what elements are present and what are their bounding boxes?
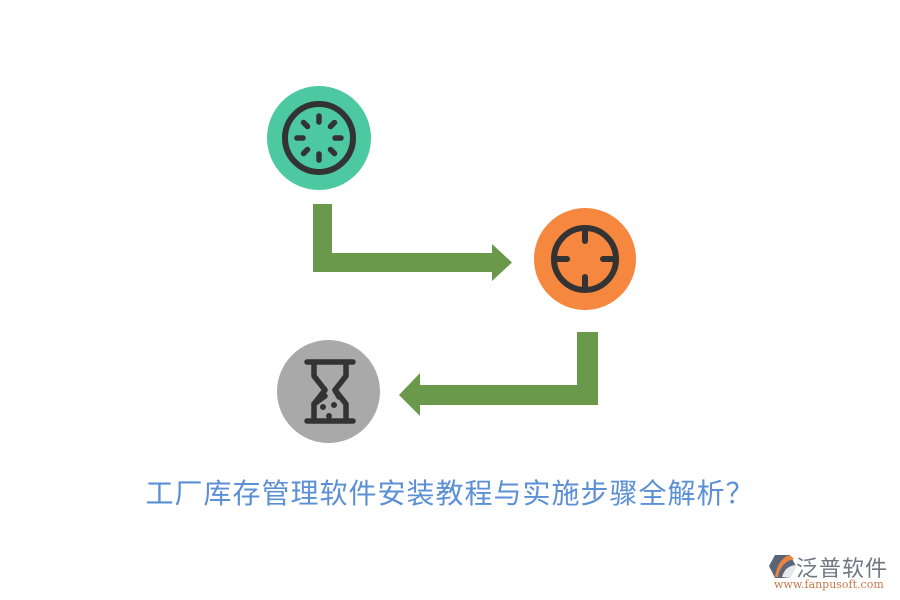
- loading-spinner-icon: [282, 101, 356, 175]
- step-2-node: [534, 208, 636, 310]
- step-1-node: [267, 86, 371, 190]
- logo-url-text: www.fanpusoft.com: [774, 578, 884, 591]
- page-title: 工厂库存管理软件安装教程与实施步骤全解析？: [145, 477, 755, 510]
- crosshair-target-icon: [551, 225, 619, 293]
- logo-brand-text: 泛普软件: [796, 557, 889, 582]
- brand-logo: 泛普软件 www.fanpusoft.com: [768, 551, 896, 595]
- arrow-step1-to-step2: [313, 204, 512, 281]
- arrow-step2-to-step3: [399, 332, 598, 416]
- hourglass-icon: [304, 359, 356, 424]
- fanpu-logo-icon: [769, 555, 796, 578]
- step-3-node: [277, 340, 380, 443]
